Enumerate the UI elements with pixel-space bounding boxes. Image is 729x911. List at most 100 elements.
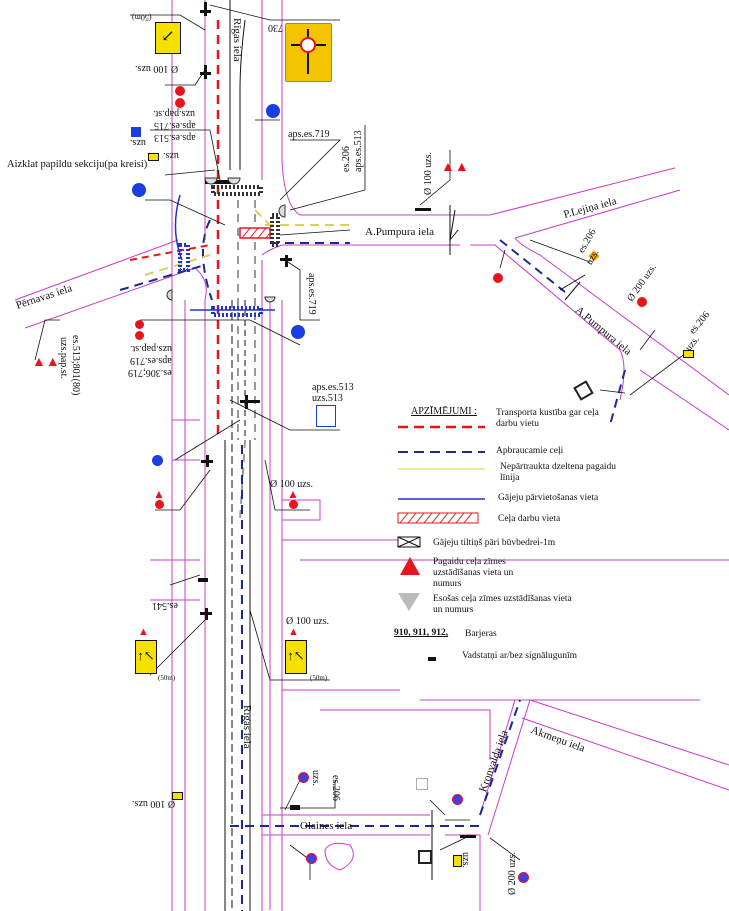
annotation: uzs.pap.st. <box>153 108 195 119</box>
legend-item-bridge: Gājeju tiltiņš pāri būvbedrei-1m <box>433 538 556 548</box>
curb-lines <box>224 0 251 911</box>
street-label-rigas-top: Rīgas iela <box>231 18 243 62</box>
prohibition-sign-icon <box>175 86 185 96</box>
warning-triangle-icon: ▲ <box>288 626 299 638</box>
priority-sign-icon <box>148 153 159 161</box>
annotation: uzs. <box>130 137 146 148</box>
sign-lane-left: ↑↖ <box>135 640 157 674</box>
no-entry-icon <box>300 37 316 53</box>
street-label-olaines: Olaines iela <box>300 820 353 832</box>
annotation: aps.es.513 <box>312 382 354 393</box>
warning-triangle-icon: ▲ <box>138 626 149 638</box>
warning-triangle-icon: ▲▲ <box>441 160 469 175</box>
no-parking-sign-icon <box>306 853 317 864</box>
annotation: Ø 100 uzs. <box>135 63 179 74</box>
signal-box-icon <box>418 850 432 864</box>
annotation: aps.es.719 <box>288 129 330 140</box>
street-label-rigas-bottom: Rīgas iela <box>241 705 253 749</box>
annotation: Ø 100 uzs. <box>270 479 314 490</box>
work-area <box>239 227 271 239</box>
prohibition-sign-icon <box>637 297 647 307</box>
annotation: uzs.pap.st. <box>58 337 69 379</box>
legend-item-temp-sign: Pagaidu ceļa zīmes uzstādīšanas vieta un… <box>433 557 514 589</box>
annotation: Ø 100 uzs. <box>286 616 330 627</box>
prohibition-sign-icon <box>175 98 185 108</box>
mandatory-direction-sign-icon <box>266 104 280 118</box>
priority-sign-icon <box>172 792 183 800</box>
pedestrian-routes <box>174 194 275 311</box>
annotation: uzs.pap.st. <box>130 343 172 354</box>
leader-lines <box>34 4 691 880</box>
no-parking-sign-icon <box>452 794 463 805</box>
annotation: uzs. <box>460 852 471 868</box>
mandatory-direction-sign-icon <box>152 455 163 466</box>
legend-symbols <box>397 425 485 661</box>
annotation: uzs. <box>163 150 179 161</box>
legend-item-work-area: Ceļa darbu vieta <box>498 514 561 524</box>
legend-symbol-warning-triangle-icon <box>400 557 420 575</box>
annotation: aps.es.513 <box>154 132 196 143</box>
temporary-yellow-lines <box>144 209 350 276</box>
warning-triangle-icon: ▲▲ <box>32 355 60 370</box>
legend-item-pedestrian: Gājeju pārvietošanas vieta <box>498 493 599 503</box>
existing-lane-lines <box>237 200 256 521</box>
annotation: es.306;719 <box>128 367 172 378</box>
annotation: 730 <box>268 22 283 33</box>
priority-sign-icon <box>453 855 462 867</box>
crosswalks <box>178 185 280 317</box>
sign-lane-shift-top: ↙ <box>155 22 181 54</box>
prohibition-sign-icon <box>135 320 144 329</box>
sign-730-roundabout <box>285 23 332 82</box>
annotation: (50m) <box>132 13 152 22</box>
annotation: es.541 <box>152 600 178 611</box>
legend-item-detour: Apbraucamie ceļi <box>496 446 564 456</box>
break-symbols <box>431 205 586 880</box>
prohibition-sign-icon <box>493 273 503 283</box>
prohibition-sign-icon <box>289 500 298 509</box>
annotation: aps.es.719 <box>130 355 172 366</box>
prohibition-sign-icon <box>155 500 164 509</box>
legend-item-delineators: Vadstatņi ar/bez signālugunīm <box>462 651 578 661</box>
annotation: Ø 200 uzs. <box>507 851 518 895</box>
annotation: aps.es.513 <box>353 130 364 172</box>
no-parking-sign-icon <box>518 872 529 883</box>
annotation: (50m) <box>310 674 328 682</box>
legend-title: APZĪMĒJUMI : <box>411 406 477 417</box>
annotation: (50m) <box>158 674 176 682</box>
no-parking-sign-icon <box>298 772 309 783</box>
street-label-pumpura-h: A.Pumpura iela <box>365 226 435 238</box>
signal-lamp-icons <box>166 177 286 303</box>
annotation: uzs. <box>310 770 321 786</box>
annotation: es.206 <box>341 146 352 172</box>
annotation: aps.es.715 <box>154 120 196 131</box>
legend-item-barriers: Barjeras <box>465 629 497 639</box>
annotation: es.513;801(80) <box>70 335 81 396</box>
info-sign-blue-icon <box>316 405 336 427</box>
prohibition-sign-icon <box>135 331 144 340</box>
legend-symbol-yield-triangle-icon <box>398 593 420 611</box>
mandatory-direction-sign-icon <box>132 183 146 197</box>
annotation: es.206 <box>330 775 341 801</box>
sign-posts <box>198 2 476 838</box>
annotation: Ø 100 uzs. <box>132 798 176 809</box>
work-zone-traffic-line-pernavas <box>129 244 211 261</box>
legend-item-yellow-line: Nepārtraukta dzeltena pagaidu līnija <box>500 462 617 483</box>
signal-box-icon <box>416 778 428 790</box>
detour-lines <box>119 219 626 911</box>
legend-symbol-delineator-icon <box>428 657 436 661</box>
info-sign-blue-icon <box>131 127 141 137</box>
legend-symbol-barrier-numbers: 910, 911, 912, <box>394 628 449 638</box>
annotation-aizklat: Aizklat papildu sekciju(pa kreisi) <box>7 159 148 170</box>
warning-triangle-icon: ▲ <box>287 487 299 501</box>
priority-sign-icon <box>683 350 694 358</box>
legend-symbol-work-area <box>397 512 479 524</box>
road-edges <box>14 0 729 911</box>
warning-triangle-icon: ▲ <box>153 487 165 501</box>
legend-item-existing-sign: Esošas ceļa zīmes uzstādīšanas vieta un … <box>433 594 572 615</box>
legend-item-work-traffic: Transporta kustība gar ceļa darbu vietu <box>496 408 599 429</box>
annotation: uzs.513 <box>312 393 343 404</box>
annotation: aps.es.719 <box>306 273 317 315</box>
mandatory-direction-sign-icon <box>291 325 305 339</box>
